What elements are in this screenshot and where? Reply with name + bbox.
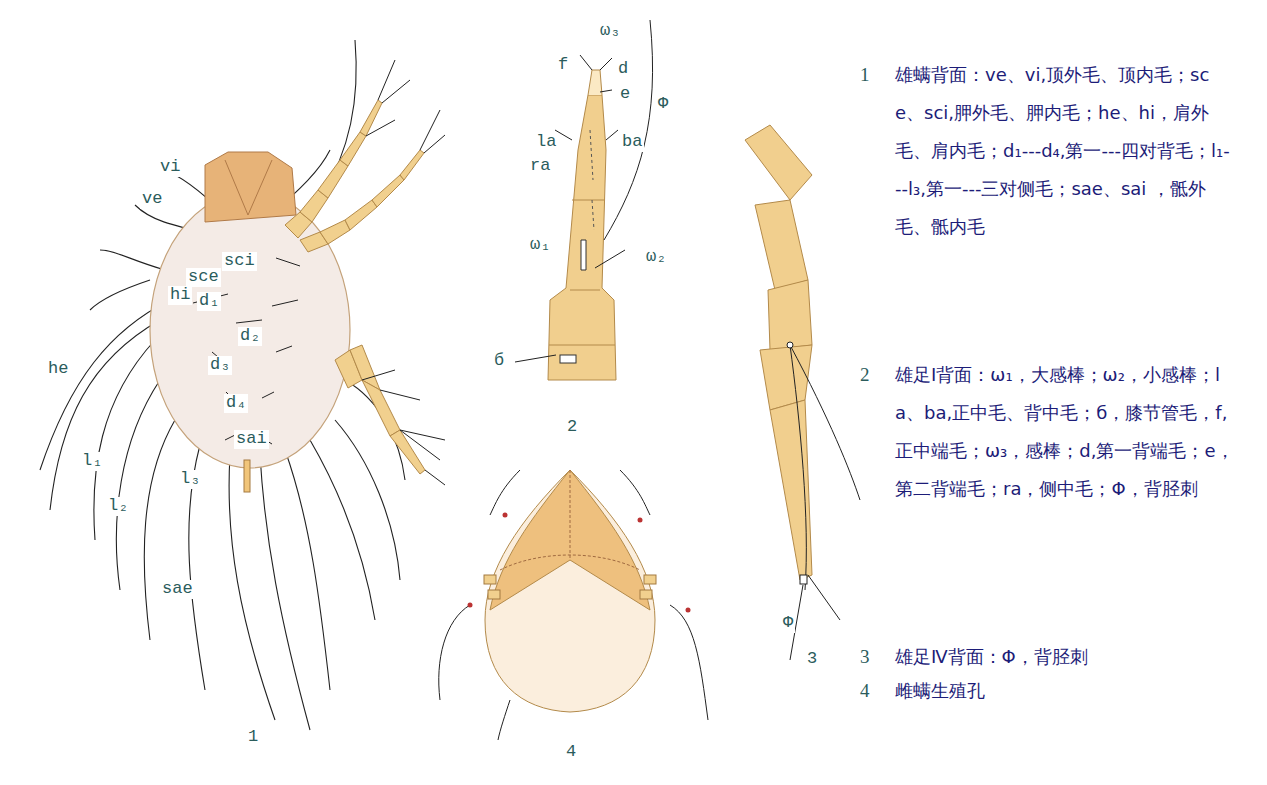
setae-label: l₃ (178, 470, 202, 489)
setae-label: Φ (656, 95, 670, 114)
leg-four-figure (745, 125, 860, 660)
figure-number: 1 (246, 728, 260, 747)
legend-text: 雄足Ⅳ背面：Φ，背胫刺 (895, 638, 1235, 676)
setae-label: d₃ (208, 356, 232, 375)
setae-label: sae (160, 580, 195, 599)
setae-label: sai (234, 430, 269, 449)
setae-label: sci (222, 252, 257, 271)
figure-number: 2 (565, 418, 579, 437)
leg-setae (362, 60, 445, 485)
setae-label: sce (186, 268, 221, 287)
leg-one-figure (515, 20, 653, 380)
genital-shield-figure (439, 470, 708, 740)
legend-text: 雄螨背面：ve、vi,顶外毛、顶内毛；sce、sci,胛外毛、胛内毛；he、hi… (895, 56, 1235, 246)
setae-label: ω₁ (528, 236, 552, 255)
setae-label: ω₂ (644, 248, 668, 267)
figure-number: 4 (564, 743, 578, 762)
legend-text: 雌螨生殖孔 (895, 672, 1235, 710)
idiosoma (150, 192, 350, 468)
setae-label: hi (168, 286, 192, 305)
setae-label: d₂ (238, 327, 262, 346)
gnathosoma (205, 152, 296, 222)
legend-number: 3 (860, 638, 870, 676)
legs (285, 100, 425, 474)
body-setae (40, 40, 405, 730)
setae-label: l₂ (106, 497, 130, 516)
setae-label: he (46, 360, 70, 379)
setae-label: Φ (781, 614, 795, 633)
anal-organ (244, 460, 250, 492)
setae-label: la (534, 133, 558, 152)
legend-number: 4 (860, 672, 870, 710)
setae-label: ra (528, 157, 552, 176)
setae-label: ω₃ (598, 22, 622, 41)
chelicera-line (225, 160, 272, 215)
setae-label: f (556, 56, 570, 75)
setae-label: d₄ (224, 394, 248, 413)
setae-label: d (616, 60, 630, 79)
setae-label: vi (158, 158, 182, 177)
legend-number: 1 (860, 56, 870, 94)
legend-number: 2 (860, 356, 870, 394)
setae-label: d₁ (197, 292, 221, 311)
setae-label: e (618, 85, 632, 104)
figure-number: 3 (805, 650, 819, 669)
setae-label: l₁ (80, 452, 104, 471)
setae-label: ve (140, 190, 164, 209)
legend-text: 雄足Ⅰ背面：ω₁，大感棒；ω₂，小感棒；la、ba,正中毛、背中毛；б，膝节管毛… (895, 356, 1235, 508)
setae-label: б (492, 352, 506, 371)
setae-label: ba (620, 133, 644, 152)
